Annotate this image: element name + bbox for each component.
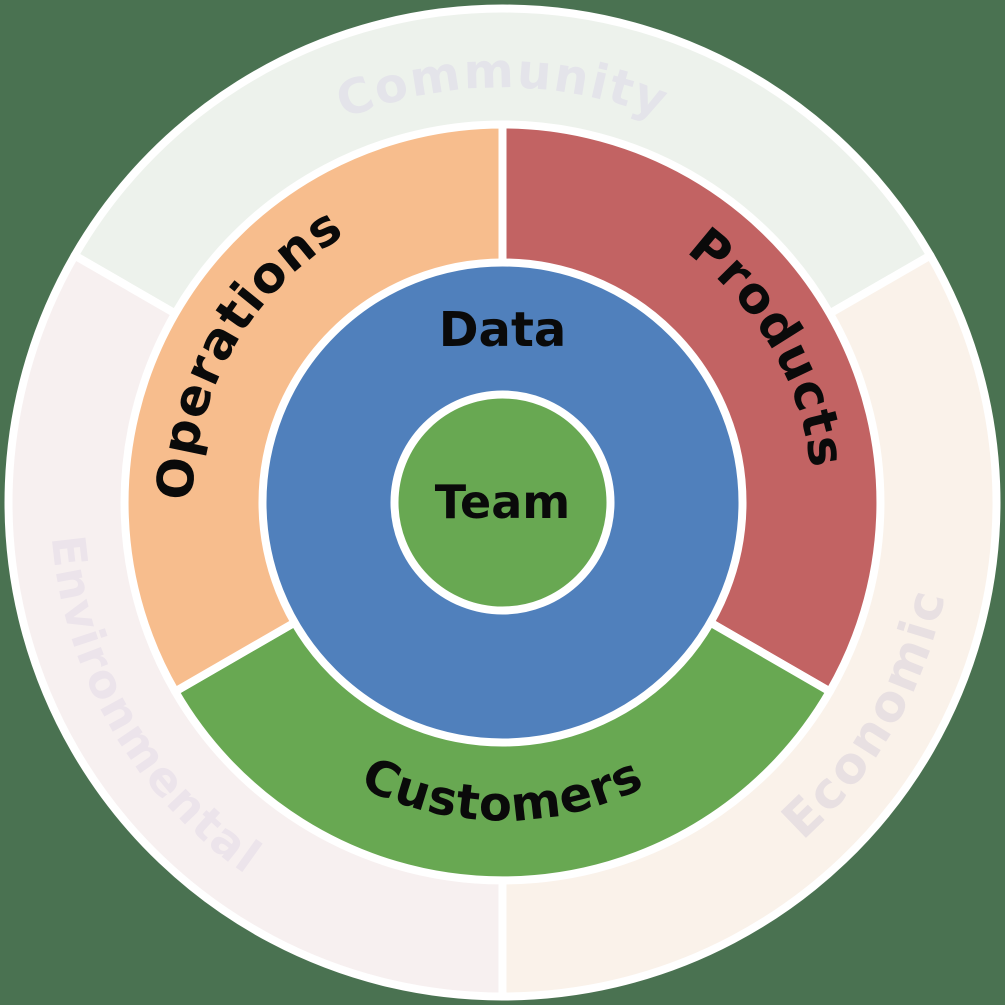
team-center-circle — [390, 390, 615, 615]
center-label-team: Team — [435, 475, 570, 529]
inner-label-data: Data — [439, 302, 567, 358]
